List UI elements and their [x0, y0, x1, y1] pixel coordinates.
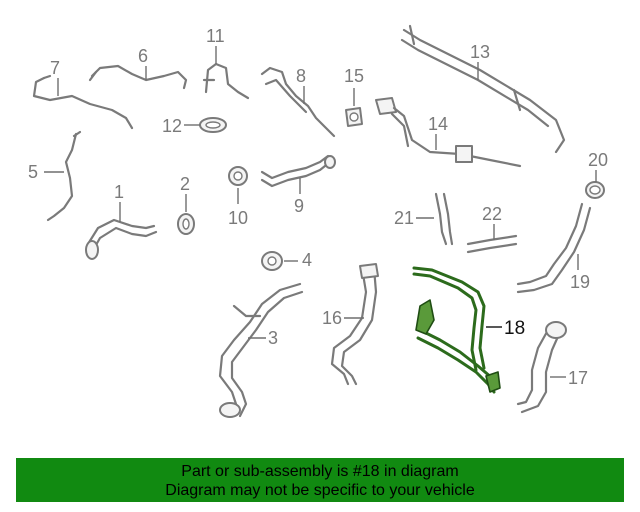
callout-14: 14	[428, 114, 448, 134]
part-3[interactable]	[218, 282, 304, 418]
callout-4: 4	[302, 250, 312, 270]
part-12[interactable]	[199, 117, 227, 133]
callout-8: 8	[296, 66, 306, 86]
info-banner: Part or sub-assembly is #18 in diagram D…	[16, 458, 624, 502]
callout-20: 20	[588, 150, 608, 170]
callout-10: 10	[228, 208, 248, 228]
part-16[interactable]	[330, 263, 379, 386]
callout-7: 7	[50, 58, 60, 78]
part-6[interactable]	[88, 64, 188, 90]
parts-diagram: 7 6 11 12 8 15 13	[28, 24, 608, 418]
callout-2: 2	[180, 174, 190, 194]
part-20[interactable]	[585, 181, 605, 199]
callout-22: 22	[482, 204, 502, 224]
callout-3: 3	[268, 328, 278, 348]
callout-13: 13	[470, 42, 490, 62]
callout-15: 15	[344, 66, 364, 86]
callout-1: 1	[114, 182, 124, 202]
callout-19: 19	[570, 272, 590, 292]
part-19[interactable]	[516, 202, 592, 294]
part-9[interactable]	[260, 154, 336, 188]
callout-12: 12	[162, 116, 182, 136]
part-18[interactable]	[412, 266, 501, 394]
part-5[interactable]	[46, 130, 82, 222]
callout-5: 5	[28, 162, 38, 182]
banner-line-1: Part or sub-assembly is #18 in diagram	[181, 463, 459, 480]
callout-9: 9	[294, 196, 304, 216]
part-8[interactable]	[260, 66, 336, 138]
part-15[interactable]	[345, 107, 363, 127]
callout-18: 18	[504, 318, 525, 339]
part-1[interactable]	[85, 218, 158, 260]
callout-16: 16	[322, 308, 342, 328]
part-11[interactable]	[202, 62, 250, 100]
part-2[interactable]	[177, 213, 195, 235]
banner-line-2: Diagram may not be specific to your vehi…	[165, 482, 475, 499]
callout-6: 6	[138, 46, 148, 66]
part-21[interactable]	[434, 192, 454, 246]
part-7[interactable]	[32, 74, 134, 130]
part-14[interactable]	[375, 97, 522, 168]
part-10[interactable]	[228, 166, 248, 186]
callout-21: 21	[394, 208, 414, 228]
callout-17: 17	[568, 368, 588, 388]
part-4[interactable]	[261, 251, 283, 271]
part-22[interactable]	[466, 234, 518, 254]
part-17[interactable]	[516, 321, 567, 414]
callout-11: 11	[206, 26, 225, 46]
